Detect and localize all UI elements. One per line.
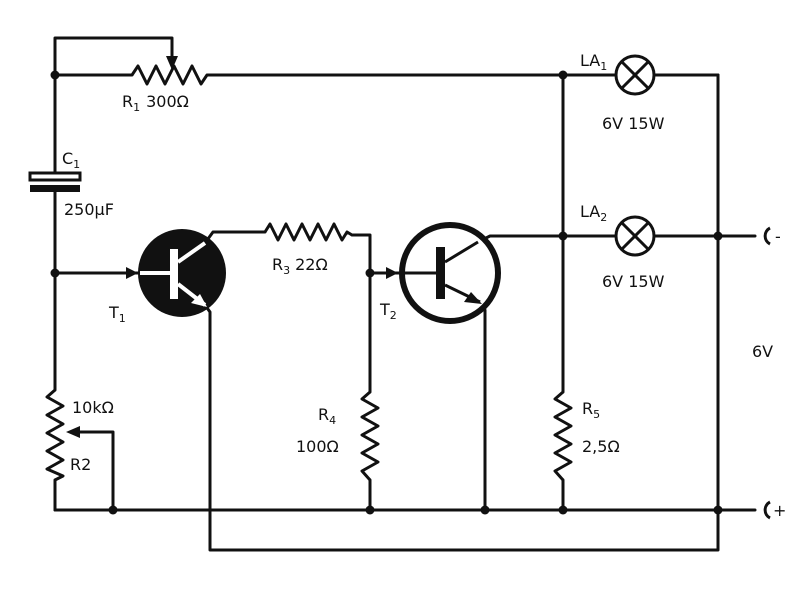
t2-collector-lead: [444, 240, 479, 264]
junction-dot: [713, 505, 723, 515]
t2-label: T2: [379, 300, 397, 322]
t1-collector-lead: [176, 241, 207, 264]
r1-potentiometer: [130, 56, 213, 86]
r5-resistor: [553, 390, 573, 481]
supply-voltage: 6V: [752, 342, 773, 361]
t1-emitter-wire: [203, 303, 720, 552]
r4-value: 100Ω: [296, 437, 339, 456]
wires: [53, 36, 757, 552]
c1-positive-plate: [28, 171, 82, 182]
r3-zigzag: [263, 222, 353, 242]
t1-collector-wire: [203, 230, 267, 245]
c1-negative-plate: [30, 185, 80, 192]
r4-zigzag: [360, 390, 380, 481]
c1-capacitor: [28, 171, 82, 192]
r2-zigzag: [45, 388, 65, 482]
la1-value: 6V 15W: [602, 114, 665, 133]
r4-label: R4: [318, 405, 336, 427]
t2-base-arrow-icon: [386, 267, 398, 279]
la1-bulb: [614, 54, 656, 96]
r1-wiper-arrow-icon: [166, 56, 178, 70]
junction-dot: [480, 505, 490, 515]
la1-label: LA1: [580, 51, 607, 73]
junction-dot: [108, 505, 118, 515]
r5-value: 2,5Ω: [582, 437, 620, 456]
la2-value: 6V 15W: [602, 272, 665, 291]
c1-value: 250µF: [64, 200, 114, 219]
t1-base-bar: [170, 249, 178, 299]
junction-dot: [558, 70, 568, 80]
r1-wiper-wire: [53, 36, 174, 77]
t1-body: [138, 229, 226, 317]
junction-dot: [558, 231, 568, 241]
t1-label: T1: [108, 303, 126, 325]
junction-dot: [365, 505, 375, 515]
junction-dot: [713, 231, 723, 241]
negative-sign: -: [775, 227, 781, 246]
lamp-la1: [614, 54, 656, 96]
r3-resistor: [263, 222, 353, 242]
t1-emitter-arrow-icon: [191, 294, 207, 307]
r2-value: 10kΩ: [72, 398, 114, 417]
t2-emitter-wire: [478, 300, 487, 512]
supply-terminals: [763, 226, 771, 520]
r3-to-t2-wire: [350, 233, 402, 275]
r1-zigzag: [130, 64, 213, 86]
t2-collector-wire: [476, 234, 618, 244]
r5-label: R5: [582, 399, 600, 421]
r4-resistor: [360, 390, 380, 481]
r2-wiper-wire: [76, 430, 115, 512]
t2-transistor: [386, 222, 501, 324]
positive-terminal-icon: [763, 500, 771, 520]
c1-label: C1: [62, 149, 80, 171]
r2-potentiometer: [45, 388, 80, 482]
junctions: [50, 70, 723, 515]
lamp-la2: [614, 215, 656, 257]
la1-cross: [620, 60, 650, 90]
positive-sign: +: [773, 501, 786, 520]
junction-dot: [50, 268, 60, 278]
la2-cross: [620, 221, 650, 251]
t2-base-bar: [436, 247, 445, 299]
t1-base-arrow-icon: [126, 267, 138, 279]
r2-label: R2: [70, 455, 91, 474]
la2-label: LA2: [580, 202, 607, 224]
r2-wiper-arrow-icon: [66, 426, 80, 438]
junction-dot: [50, 70, 60, 80]
la2-bulb: [614, 215, 656, 257]
t1-transistor: [126, 229, 226, 317]
r5-zigzag: [553, 390, 573, 481]
junction-dot: [558, 505, 568, 515]
negative-terminal-icon: [763, 226, 771, 246]
t2-emitter-arrow-icon: [464, 292, 482, 304]
junction-dot: [365, 268, 375, 278]
